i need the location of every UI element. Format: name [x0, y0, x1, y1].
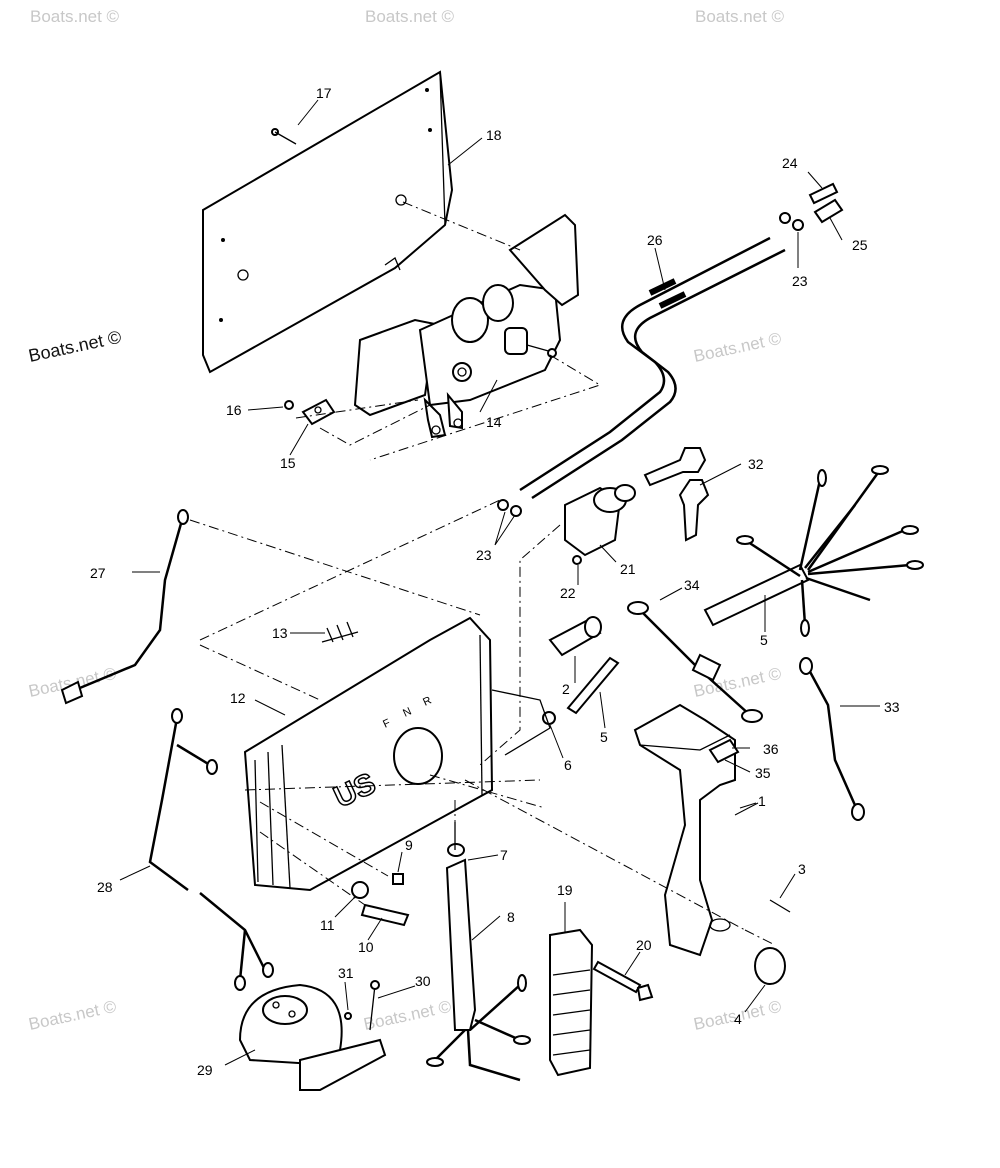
watermark: Boats.net © — [27, 327, 123, 366]
ground-lead — [60, 509, 189, 705]
wiring-harness — [703, 465, 924, 637]
screw — [271, 128, 297, 145]
callout-8: 8 — [507, 909, 515, 925]
watermark: Boats.net © — [30, 7, 120, 26]
callout-34: 34 — [684, 577, 700, 593]
watermark: Boats.net © — [362, 997, 454, 1034]
callout-26: 26 — [647, 232, 663, 248]
callout-32: 32 — [748, 456, 764, 472]
callout-5-upper: 5 — [760, 632, 768, 648]
leader-lines — [119, 99, 880, 1066]
control-handle — [633, 703, 740, 957]
trim-lead — [799, 657, 865, 821]
callout-19: 19 — [557, 882, 573, 898]
callout-7: 7 — [500, 847, 508, 863]
callout-27: 27 — [90, 565, 106, 581]
callout-5-lower: 5 — [600, 729, 608, 745]
spring-clip — [321, 621, 359, 643]
callout-23-upper: 23 — [792, 273, 808, 289]
callout-29: 29 — [197, 1062, 213, 1078]
bolt — [592, 960, 654, 1002]
callout-20: 20 — [636, 937, 652, 953]
callout-10: 10 — [358, 939, 374, 955]
callout-13: 13 — [272, 625, 288, 641]
callout-24: 24 — [782, 155, 798, 171]
callout-1: 1 — [758, 793, 766, 809]
callout-30: 30 — [415, 973, 431, 989]
callout-16: 16 — [226, 402, 242, 418]
mounting-plate — [202, 70, 454, 374]
watermark: Boats.net © — [27, 997, 119, 1034]
watermark: Boats.net © — [695, 7, 785, 26]
protective-sleeve — [566, 656, 620, 715]
callout-6: 6 — [564, 757, 572, 773]
bushing — [284, 398, 336, 426]
trim-harness — [426, 822, 531, 1082]
callout-21: 21 — [620, 561, 636, 577]
callout-23-lower: 23 — [476, 547, 492, 563]
callout-17: 17 — [316, 85, 332, 101]
callout-28: 28 — [97, 879, 113, 895]
shift-letter-f: F — [381, 717, 392, 731]
watermark: Boats.net © — [692, 329, 784, 366]
control-housing: US F N R — [243, 616, 551, 892]
callout-11: 11 — [320, 917, 335, 933]
callout-36: 36 — [763, 741, 779, 757]
assembly-lines — [189, 201, 776, 946]
callouts: 17 18 14 16 15 24 25 23 26 32 21 22 23 3… — [90, 85, 900, 1078]
screws — [344, 980, 380, 1031]
callout-25: 25 — [852, 237, 868, 253]
warning-horn — [238, 983, 387, 1091]
callout-35: 35 — [755, 765, 771, 781]
fasteners — [351, 873, 410, 927]
callout-2: 2 — [562, 681, 570, 697]
ignition-switch — [564, 484, 636, 565]
callout-3: 3 — [798, 861, 806, 877]
cables — [519, 236, 786, 500]
shift-lockout-switch — [627, 601, 763, 723]
handle-cap — [754, 899, 791, 985]
callout-14: 14 — [486, 414, 502, 430]
callout-31: 31 — [338, 965, 354, 981]
cable-ends — [497, 182, 844, 517]
keys — [643, 447, 710, 542]
callout-33: 33 — [884, 699, 900, 715]
neutral-switch — [548, 616, 602, 657]
control-mechanism — [353, 213, 580, 439]
callout-9: 9 — [405, 837, 413, 853]
callout-15: 15 — [280, 455, 296, 471]
fuse-block — [549, 928, 594, 1077]
callout-12: 12 — [230, 690, 246, 706]
watermark: Boats.net © — [365, 7, 455, 26]
buzzer-lead — [148, 708, 274, 991]
callout-4: 4 — [734, 1011, 742, 1027]
callout-18: 18 — [486, 127, 502, 143]
callout-22: 22 — [560, 585, 576, 601]
